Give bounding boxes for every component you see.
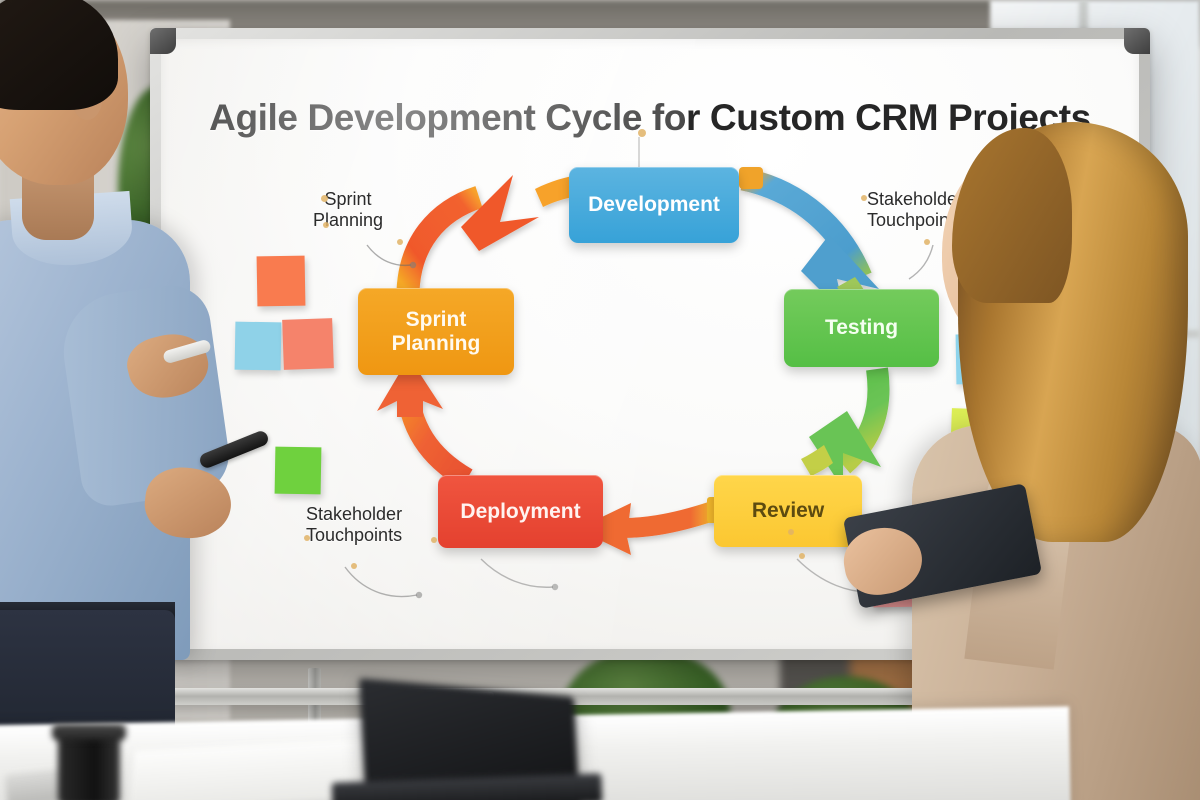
annotation-sprint-planning: Sprint Planning xyxy=(313,189,383,231)
annotation-stakeholder-bottom-line2: Touchpoints xyxy=(306,525,403,546)
diagram-title: Agile Development Cycle for Custom CRM P… xyxy=(209,97,1091,138)
bullet-dot-3 xyxy=(397,239,403,245)
bullet-dot-9 xyxy=(351,563,357,569)
person-woman-listening xyxy=(838,70,1200,800)
bullet-dot-1 xyxy=(321,195,328,202)
cycle-node-development[interactable]: Development xyxy=(569,167,739,243)
frame-corner-top-left xyxy=(150,28,176,54)
bullet-dot-6 xyxy=(924,239,930,245)
cycle-node-deployment[interactable]: Deployment xyxy=(438,475,603,548)
cycle-node-sprint-planning[interactable]: Sprint Planning xyxy=(358,288,514,375)
cycle-node-testing[interactable]: Testing xyxy=(784,289,939,367)
arrow-testing-to-review xyxy=(801,367,890,489)
bullet-dot-11 xyxy=(788,529,794,535)
bullet-dot-4 xyxy=(861,195,867,201)
man-hair xyxy=(0,0,118,110)
coffee-cup-lid xyxy=(52,724,126,740)
bullet-dot-10 xyxy=(638,129,646,137)
annotation-sprint-planning-line2: Planning xyxy=(313,210,384,231)
annotation-stakeholder-top-line2: Touchpoints xyxy=(867,210,964,231)
bullet-dot-8 xyxy=(431,537,437,543)
bullet-dot-2 xyxy=(323,222,329,228)
person-man-presenting xyxy=(0,0,290,800)
annotation-stakeholder-top-line1: Stakeholder xyxy=(867,189,964,209)
annotation-stakeholder-bottom-line1: Stakeholder xyxy=(306,504,403,524)
coffee-cup[interactable] xyxy=(58,730,120,800)
leader-lines xyxy=(344,137,934,599)
woman-hair-front xyxy=(952,128,1072,303)
cycle-node-review[interactable]: Review xyxy=(714,475,862,547)
bullet-dot-7 xyxy=(304,535,310,541)
sprint-planning-line2: Planning xyxy=(391,331,481,355)
annotation-stakeholder-top: Stakeholder Touchpoints xyxy=(867,189,963,231)
arrow-deployment-to-sprint xyxy=(377,357,473,489)
annotation-stakeholder-bottom: Stakeholder Touchpoints xyxy=(306,504,402,546)
annotation-sprint-planning-line1: Sprint xyxy=(324,189,372,209)
bullet-dot-12 xyxy=(799,553,805,559)
frame-corner-top-right xyxy=(1124,28,1150,54)
sprint-planning-line1: Sprint xyxy=(405,307,467,331)
